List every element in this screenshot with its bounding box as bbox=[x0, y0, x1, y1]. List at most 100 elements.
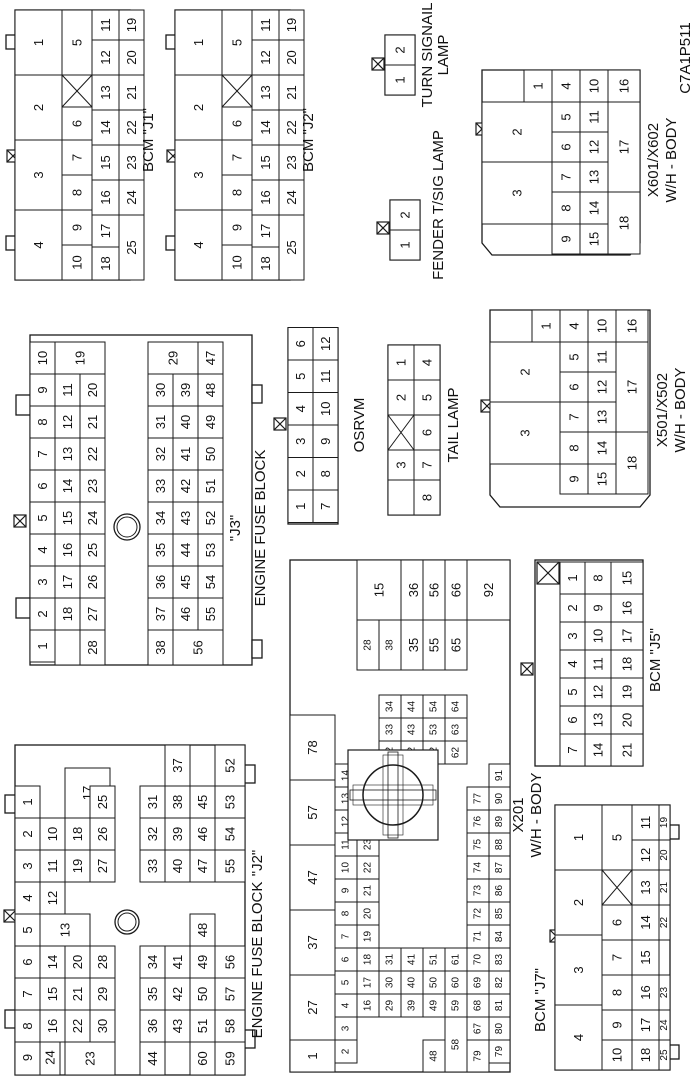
pin-cell bbox=[91, 246, 120, 281]
pin-number: 10 bbox=[318, 402, 333, 416]
pin-number: 2 bbox=[35, 610, 50, 617]
pin-number: 22 bbox=[85, 447, 100, 461]
pin-cell bbox=[214, 977, 246, 1011]
pin-number: 8 bbox=[20, 1022, 35, 1029]
pin-number: 6 bbox=[420, 429, 435, 436]
pin-number: 14 bbox=[258, 120, 273, 134]
pin-number: 7 bbox=[318, 503, 333, 510]
pin-cell bbox=[139, 1041, 166, 1076]
pin-number: 90 bbox=[494, 793, 505, 805]
pin-number: 10 bbox=[591, 629, 606, 643]
fender-lamp-connector: 21 bbox=[376, 199, 421, 261]
pin-number: 1 bbox=[293, 503, 308, 510]
pin-number: 21 bbox=[85, 415, 100, 429]
pin-number: 30 bbox=[385, 977, 396, 989]
pin-number: 14 bbox=[98, 120, 113, 134]
pin-cell bbox=[118, 144, 145, 181]
pin-number: 6 bbox=[35, 482, 50, 489]
pin-number: 19 bbox=[620, 685, 635, 699]
pin-cell bbox=[658, 804, 671, 841]
tail-lamp-label: TAIL LAMP bbox=[445, 387, 462, 462]
pin-number: 45 bbox=[195, 795, 210, 809]
pin-number: 9 bbox=[70, 224, 85, 231]
pin-number: 6 bbox=[293, 340, 308, 347]
pin-number: 59 bbox=[451, 1000, 462, 1012]
pin-number: 7 bbox=[230, 154, 245, 161]
pin-number: 19 bbox=[73, 351, 88, 365]
pin-number: 41 bbox=[407, 954, 418, 966]
efb-j2-latch bbox=[4, 794, 16, 814]
pin-number: 56 bbox=[427, 583, 442, 597]
pin-cell bbox=[554, 804, 603, 871]
pin-number: 3 bbox=[510, 189, 525, 196]
pin-number: 14 bbox=[638, 915, 653, 929]
pin-cell bbox=[584, 677, 612, 707]
pin-number: 3 bbox=[31, 171, 46, 178]
pin-cell bbox=[147, 373, 174, 407]
pin-number: 2 bbox=[510, 128, 525, 135]
pin-number: 5 bbox=[70, 39, 85, 46]
efb-j2-label: ENGINE FUSE BLOCK bbox=[249, 882, 266, 1039]
pin-cell bbox=[559, 705, 586, 735]
pin-number: 23 bbox=[124, 155, 139, 169]
pin-number: 13 bbox=[60, 447, 75, 461]
pin-number: 38 bbox=[385, 639, 396, 651]
pin-number: 67 bbox=[473, 1023, 484, 1035]
pin-number: 5 bbox=[567, 353, 582, 360]
pin-number: 7 bbox=[35, 450, 50, 457]
pin-number: 9 bbox=[318, 438, 333, 445]
pin-cell bbox=[79, 533, 106, 567]
pin-number: 1 bbox=[305, 1052, 320, 1059]
efb-j3-latch bbox=[251, 384, 263, 404]
pin-number: 66 bbox=[449, 583, 464, 597]
pin-cell bbox=[197, 533, 224, 567]
pin-number: 41 bbox=[170, 955, 185, 969]
pin-number: 23 bbox=[363, 839, 374, 851]
pin-cell bbox=[559, 593, 586, 623]
pin-number: 21 bbox=[124, 85, 139, 99]
pin-number: 15 bbox=[258, 155, 273, 169]
pin-number: 35 bbox=[153, 543, 168, 557]
pin-number: 55 bbox=[223, 859, 238, 873]
pin-number: 17 bbox=[617, 140, 632, 154]
pin-cell bbox=[29, 405, 56, 439]
pin-number: 4 bbox=[31, 241, 46, 248]
pin-number: 77 bbox=[473, 793, 484, 805]
pin-number: 40 bbox=[407, 977, 418, 989]
pin-cell bbox=[579, 161, 609, 193]
pin-number: 18 bbox=[363, 954, 374, 966]
pin-cell bbox=[214, 817, 246, 851]
pin-cell bbox=[610, 561, 644, 595]
bcm-j5-label: BCM "J5" bbox=[647, 628, 664, 692]
pin-number: 79 bbox=[473, 1050, 484, 1062]
pin-cell bbox=[481, 161, 553, 225]
pin-number: 43 bbox=[407, 724, 418, 736]
pin-number: 4 bbox=[420, 359, 435, 366]
pin-number: 20 bbox=[70, 955, 85, 969]
pin-number: 9 bbox=[591, 604, 606, 611]
bcm-j7-latch bbox=[669, 824, 680, 840]
pin-number: 32 bbox=[153, 447, 168, 461]
pin-cell bbox=[387, 449, 415, 481]
pin-number: 18 bbox=[70, 827, 85, 841]
pin-number: 15 bbox=[595, 472, 610, 486]
bcm-j1-label: BCM "J1" bbox=[140, 108, 157, 172]
pin-number: 19 bbox=[124, 18, 139, 32]
pin-cell bbox=[39, 977, 66, 1011]
pin-number: 34 bbox=[153, 511, 168, 525]
x201-sublabel: W/H - BODY bbox=[528, 773, 545, 858]
pin-number: 17 bbox=[620, 629, 635, 643]
pin-number: 8 bbox=[591, 574, 606, 581]
pin-cell bbox=[251, 214, 280, 248]
pin-number: 2 bbox=[31, 104, 46, 111]
pin-number: 44 bbox=[407, 701, 418, 713]
pin-number: 3 bbox=[35, 578, 50, 585]
turn-signal-key-icon bbox=[371, 57, 385, 71]
pin-number: 2 bbox=[518, 368, 533, 375]
pin-cell bbox=[118, 214, 145, 281]
pin-cell bbox=[559, 561, 586, 595]
pin-cell bbox=[61, 209, 93, 246]
bcm-j2-latch bbox=[165, 34, 176, 50]
